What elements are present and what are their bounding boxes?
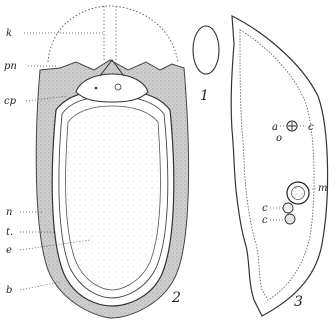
embryo-dot	[95, 87, 98, 90]
c-body-2	[285, 214, 295, 224]
label-e: e	[6, 245, 12, 256]
label-t: t.	[6, 227, 13, 238]
label-n: n	[6, 207, 12, 218]
label-c-upper: c	[308, 122, 314, 133]
figure-3-cell	[231, 16, 327, 316]
label-a-upper: a	[272, 122, 278, 133]
cell-outer-wall	[231, 16, 327, 316]
label-k: k	[6, 28, 12, 39]
m-body-inner	[292, 187, 305, 200]
figure-number-3: 3	[294, 294, 303, 310]
endosperm-outline	[66, 106, 161, 290]
upper-cap-outline	[48, 6, 178, 62]
figure-1-oval	[193, 26, 219, 74]
label-m: m	[318, 183, 327, 194]
label-c2: c	[262, 215, 268, 226]
label-o: o	[276, 133, 282, 144]
cap-split	[104, 6, 116, 62]
leader-b	[20, 282, 60, 290]
label-b: b	[6, 285, 12, 296]
label-c1: c	[262, 203, 268, 214]
figure-number-1: 1	[200, 88, 209, 104]
label-cp: cp	[4, 96, 17, 107]
label-pn: pn	[4, 61, 17, 72]
figure-number-2: 2	[171, 290, 181, 306]
figure-2-seed-section	[20, 6, 189, 318]
c-body-1	[283, 203, 293, 213]
